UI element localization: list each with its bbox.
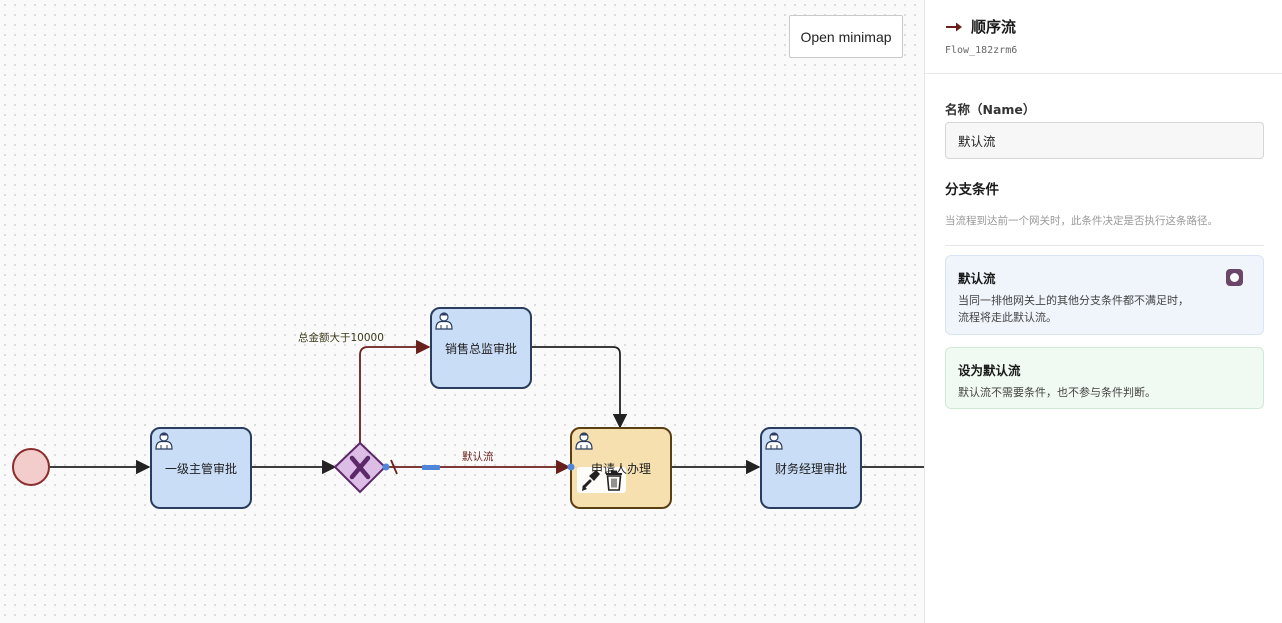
task-label: 销售总监审批 — [444, 342, 517, 356]
task-sales-director-approval[interactable] — [430, 307, 532, 389]
diagram-canvas[interactable]: 一级主管审批 销售总监审批 申请人办理 财务经理审批 总金额大于10000 默认… — [0, 0, 924, 623]
set-default-flow-title: 设为默认流 — [958, 363, 1021, 378]
name-input[interactable] — [945, 122, 1264, 159]
task-label: 申请人办理 — [590, 462, 651, 476]
task-label: 财务经理审批 — [774, 462, 847, 476]
brush-icon[interactable] — [582, 470, 600, 491]
flow-end-handle[interactable] — [567, 463, 575, 471]
condition-section-title: 分支条件 — [945, 182, 999, 198]
set-default-flow-text: 默认流不需要条件，也不参与条件判断。 — [958, 386, 1156, 399]
default-flow-card-line1: 当同一排他网关上的其他分支条件都不满足时， — [958, 294, 1189, 307]
default-flow-card-title: 默认流 — [958, 271, 996, 286]
flow-gateway-to-sales-director[interactable] — [359, 339, 431, 443]
open-minimap-button[interactable]: Open minimap — [789, 15, 903, 58]
toggle-icon[interactable] — [1226, 269, 1243, 286]
task-label: 一级主管审批 — [164, 462, 237, 476]
default-flow-card-line2: 流程将走此默认流。 — [958, 311, 1057, 324]
arrow-right-icon — [946, 22, 962, 31]
trash-icon[interactable] — [606, 470, 622, 491]
properties-panel: 顺序流 Flow_182zrm6 名称（Name） 分支条件 当流程到达前一个网… — [924, 0, 1282, 623]
bpmn-diagram — [12, 307, 924, 509]
flow-sales-director-to-applicant[interactable] — [531, 346, 628, 429]
divider — [945, 245, 1264, 246]
panel-title: 顺序流 — [971, 18, 1017, 36]
flow-condition-label[interactable]: 总金额大于10000 — [298, 332, 384, 344]
default-flow-card: 默认流 当同一排他网关上的其他分支条件都不满足时， 流程将走此默认流。 — [945, 255, 1264, 335]
flow-start-handle[interactable] — [382, 463, 390, 471]
name-field-label: 名称（Name） — [945, 102, 1036, 117]
task-finance-manager-approval[interactable] — [760, 427, 862, 509]
panel-header: 顺序流 Flow_182zrm6 — [925, 0, 1282, 74]
condition-section-desc: 当流程到达前一个网关时，此条件决定是否执行这条路径。 — [945, 215, 1218, 227]
element-id: Flow_182zrm6 — [945, 45, 1018, 56]
exclusive-gateway-x-icon — [349, 455, 371, 480]
start-event[interactable] — [12, 448, 50, 486]
default-flow-marker — [390, 459, 398, 475]
task-level1-approval[interactable] — [150, 427, 252, 509]
flow-segment-handle[interactable] — [422, 465, 440, 470]
set-default-flow-card[interactable]: 设为默认流 默认流不需要条件，也不参与条件判断。 — [945, 347, 1264, 409]
flow-default-label[interactable]: 默认流 — [462, 451, 494, 463]
